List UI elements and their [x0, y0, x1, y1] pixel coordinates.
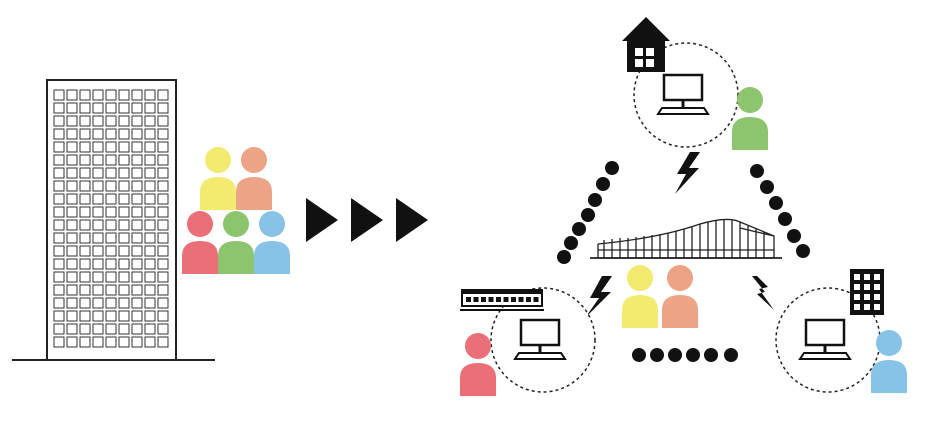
- office-building-icon: [850, 269, 884, 315]
- person-icon: [871, 330, 907, 393]
- play-arrow-icon: [351, 198, 383, 242]
- person-icon: [254, 211, 290, 274]
- play-arrow-icon: [396, 198, 428, 242]
- office-node: [775, 269, 907, 393]
- dotted-links: [557, 161, 810, 362]
- lightning-icon: [585, 276, 612, 318]
- person-icon: [662, 265, 698, 328]
- person-icon: [236, 147, 272, 210]
- house-icon: [622, 17, 670, 72]
- play-arrow-icon: [306, 198, 338, 242]
- satellite-office-building-icon: [590, 218, 782, 259]
- commute-node: [460, 287, 596, 396]
- person-icon: [460, 333, 496, 396]
- lightning-icon: [752, 276, 774, 310]
- person-icon: [218, 211, 254, 274]
- computer-icon: [798, 318, 852, 360]
- transition-arrows: [306, 198, 428, 242]
- computer-icon: [513, 318, 567, 360]
- lightning-icon: [675, 152, 700, 194]
- train-icon: [460, 289, 544, 311]
- home-node: [622, 17, 768, 150]
- person-icon: [182, 211, 218, 274]
- person-icon: [732, 87, 768, 150]
- crowd-group: [182, 147, 290, 274]
- person-icon: [200, 147, 236, 210]
- center-people: [622, 265, 698, 328]
- office-tower-icon: [12, 79, 215, 361]
- computer-icon: [656, 73, 710, 115]
- person-icon: [622, 265, 658, 328]
